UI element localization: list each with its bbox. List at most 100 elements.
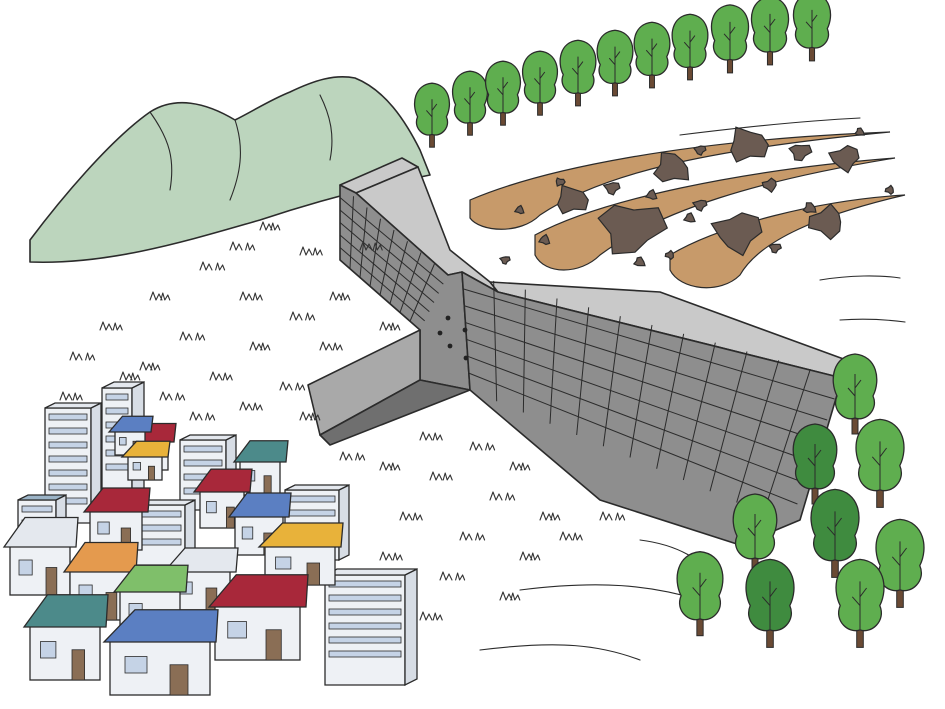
tree (875, 518, 925, 608)
dam-grid-line (339, 197, 444, 285)
grass-tuft (499, 591, 521, 601)
grass-tuft (279, 381, 306, 391)
grass-tuft (519, 551, 541, 561)
dam-grid-line (467, 355, 806, 484)
grass-tuft (379, 461, 401, 471)
boulder (802, 202, 817, 214)
boulder (768, 243, 783, 254)
grass-tuft (99, 321, 123, 331)
boulder (691, 199, 708, 212)
dam-grid-line (682, 342, 716, 481)
grass-tuft (399, 511, 423, 521)
tree (792, 423, 838, 505)
dam-grid-line (629, 324, 653, 458)
mud-stream-3 (669, 194, 906, 289)
tree (792, 0, 832, 62)
dam-grid-line (709, 351, 748, 492)
boulder (632, 256, 646, 267)
grass-tuft (379, 551, 403, 561)
grass-tuft (339, 451, 366, 461)
grass-tuft (319, 341, 343, 351)
grass-tuft (379, 321, 401, 331)
tree (810, 488, 860, 578)
grass-tuft (599, 511, 626, 521)
boulder (537, 233, 551, 246)
grass-tuft (149, 291, 171, 301)
tree (414, 82, 450, 148)
mountain-range (29, 75, 431, 264)
grass-tuft (539, 511, 561, 521)
apartment-building (324, 567, 418, 687)
grass-tuft (259, 221, 281, 231)
tree (750, 0, 790, 66)
grass-tuft (119, 371, 141, 381)
boulder (807, 203, 842, 241)
boulder (498, 256, 511, 265)
grass-tuft (559, 531, 583, 541)
dam-grid-line (493, 280, 498, 402)
boulder (761, 177, 777, 194)
grass-tuft (489, 491, 516, 501)
grass-tuft (199, 261, 226, 271)
tree (745, 558, 795, 648)
house-yellow-roof (120, 440, 171, 481)
boulder (682, 212, 696, 223)
grass-tuft (359, 241, 383, 251)
grass-tuft (59, 391, 83, 401)
grass-tuft (249, 341, 271, 351)
boulder (664, 249, 674, 261)
dam-grid-line (576, 307, 590, 436)
boulder (602, 182, 621, 196)
boulder (788, 144, 813, 162)
dam-grid-line (736, 360, 780, 503)
dam-grid-line (464, 305, 828, 421)
grass-tuft (469, 441, 496, 451)
tree (596, 29, 634, 97)
boulder (692, 145, 707, 156)
dam-grid-line (762, 369, 811, 514)
grass-tuft (419, 431, 443, 441)
house-white-roof (2, 516, 79, 596)
grass-tuft (429, 471, 453, 481)
tree (522, 50, 558, 116)
grass-tuft (239, 291, 263, 301)
boulder (597, 204, 669, 255)
tree (732, 493, 778, 575)
boulder (884, 184, 894, 196)
apartment-tower (44, 401, 102, 525)
grass-tuft (299, 246, 323, 256)
boulder (555, 177, 566, 187)
grass-tuft (419, 611, 443, 621)
grass-tuft (289, 311, 316, 321)
dam-grid-line (468, 372, 798, 505)
grass-tuft (239, 401, 263, 411)
boulder (513, 204, 525, 215)
tree (671, 13, 709, 81)
tree (559, 39, 597, 107)
dam-grid-line (339, 209, 439, 294)
grass-tuft (229, 241, 256, 251)
boulder (556, 184, 589, 215)
tree-row-top (414, 0, 832, 148)
boulder (730, 126, 769, 163)
grass-tuft (459, 531, 486, 541)
tree (633, 21, 671, 89)
grass-tuft (209, 371, 233, 381)
dam-grid-line (463, 288, 835, 400)
boulder (652, 151, 690, 183)
debris-flow (469, 126, 906, 289)
house-blue-roof (102, 609, 219, 696)
residential-town (2, 380, 418, 696)
tree (855, 418, 905, 508)
dam-grid-line (339, 222, 435, 303)
dam-grid-line (465, 322, 820, 442)
boulder (644, 188, 658, 200)
dam-grid-line (656, 333, 685, 469)
grass-tuft (189, 411, 216, 421)
valley-grass (59, 221, 626, 621)
tree (835, 558, 885, 648)
house-teal-roof (22, 594, 109, 681)
grass-tuft (69, 351, 96, 361)
grass-tuft (179, 331, 206, 341)
